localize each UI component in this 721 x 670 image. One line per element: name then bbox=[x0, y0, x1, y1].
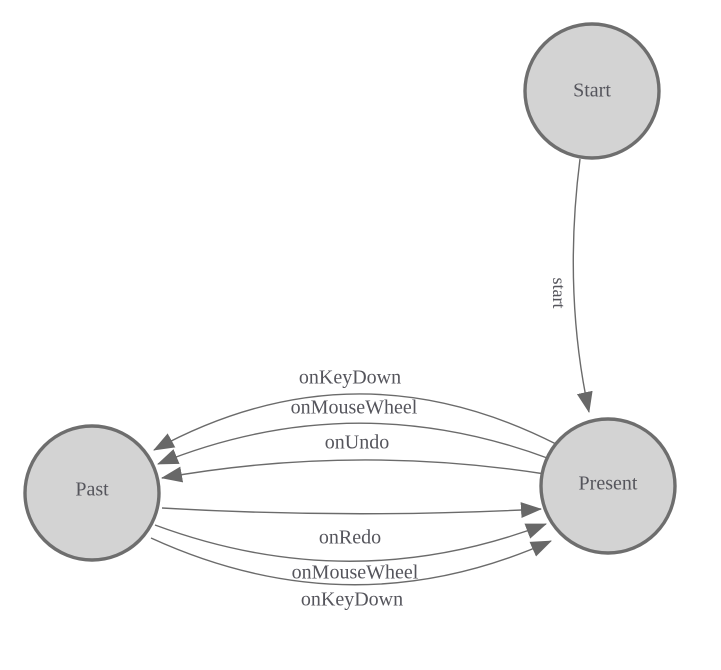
state-node-start[interactable] bbox=[523, 22, 661, 160]
state-node-past[interactable] bbox=[23, 424, 161, 562]
node-label-present: Present bbox=[579, 473, 638, 495]
edge-present-to-past-onundo bbox=[161, 459, 546, 483]
state-node-group-start: Start bbox=[523, 22, 661, 160]
edge-past-to-present-onkeydown bbox=[150, 537, 552, 586]
edge-label-onmousewheel-lower: onMouseWheel bbox=[292, 562, 419, 584]
state-node-present[interactable] bbox=[539, 417, 677, 555]
state-node-group-present: Present bbox=[539, 417, 677, 555]
node-label-start: Start bbox=[573, 80, 611, 102]
state-node-group-past: Past bbox=[23, 424, 161, 562]
node-label-past: Past bbox=[75, 479, 109, 501]
edge-past-to-present-onredo bbox=[161, 502, 542, 519]
edge-label-onmousewheel-upper: onMouseWheel bbox=[291, 397, 418, 419]
edge-label-onkeydown-upper: onKeyDown bbox=[299, 367, 401, 389]
edge-start-to-present bbox=[572, 158, 593, 413]
edge-past-to-present-onmousewheel bbox=[154, 523, 547, 562]
edge-present-to-past-onmousewheel bbox=[157, 422, 551, 465]
edge-label-onundo: onUndo bbox=[325, 432, 389, 454]
edge-present-to-past-onkeydown bbox=[153, 393, 557, 451]
edge-label-onredo: onRedo bbox=[319, 527, 381, 549]
edge-label-start: start bbox=[549, 278, 569, 309]
edge-label-onkeydown-lower: onKeyDown bbox=[301, 589, 403, 611]
